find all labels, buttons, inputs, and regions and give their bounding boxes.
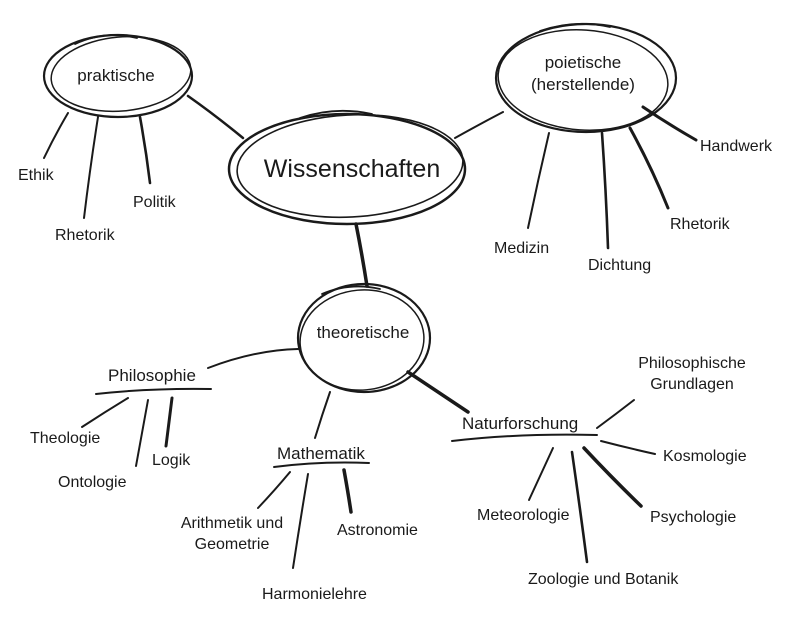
edge-theoretische-naturforschung bbox=[406, 370, 470, 414]
edge-praktische-rhetorik bbox=[83, 116, 99, 219]
ellipse-poietische bbox=[494, 22, 678, 134]
node-poietische: poietische (herstellende) bbox=[531, 52, 635, 96]
leaf-kosmologie: Kosmologie bbox=[663, 448, 747, 465]
leaf-logik: Logik bbox=[152, 452, 191, 469]
ellipse-theoretische bbox=[296, 282, 432, 394]
leaf-arithmetik-line2: Geometrie bbox=[194, 536, 270, 553]
edge-mathematik-arithmetik bbox=[257, 471, 291, 509]
node-wissenschaften: Wissenschaften bbox=[263, 155, 441, 183]
edge-philosophie-logik bbox=[164, 396, 174, 448]
leaf-philosophische-grundlagen: Philosophische Grundlagen bbox=[628, 353, 756, 395]
leaf-grundlagen-line1: Philosophische bbox=[638, 355, 746, 372]
branch-philosophie: Philosophie bbox=[108, 366, 196, 385]
edge-poietische-dichtung bbox=[600, 131, 610, 250]
sketch-overshoot bbox=[299, 109, 373, 119]
edge-praktische-center bbox=[186, 94, 245, 140]
edge-praktische-politik bbox=[138, 115, 152, 185]
edge-poietische-handwerk bbox=[641, 105, 698, 142]
underline-philosophie bbox=[95, 387, 212, 395]
branch-naturforschung: Naturforschung bbox=[462, 414, 579, 433]
leaf-meteorologie: Meteorologie bbox=[477, 507, 570, 524]
leaf-grundlagen-line2: Grundlagen bbox=[650, 376, 734, 393]
edge-naturforschung-psychologie bbox=[582, 446, 643, 508]
edge-center-poietische bbox=[454, 111, 504, 139]
leaf-arithmetik-line1: Arithmetik und bbox=[180, 515, 284, 532]
edge-poietische-rhetorik bbox=[628, 126, 670, 210]
branch-mathematik: Mathematik bbox=[277, 444, 365, 463]
edge-mathematik-astronomie bbox=[342, 468, 353, 514]
edge-theoretische-philosophie bbox=[207, 348, 299, 369]
node-theoretische: theoretische bbox=[316, 323, 410, 342]
sketch-overshoot bbox=[321, 285, 381, 295]
edge-praktische-ethik bbox=[43, 112, 69, 159]
leaf-astronomie: Astronomie bbox=[337, 522, 418, 539]
node-praktische: praktische bbox=[77, 66, 155, 85]
sketch-overshoot bbox=[539, 22, 611, 32]
sketch-overshoot bbox=[74, 34, 138, 45]
underline-naturforschung bbox=[451, 433, 598, 442]
node-poietische-line2: (herstellende) bbox=[531, 75, 635, 94]
leaf-ontologie: Ontologie bbox=[58, 474, 127, 491]
node-poietische-line1: poietische bbox=[544, 53, 622, 72]
leaf-harmonielehre: Harmonielehre bbox=[262, 586, 367, 603]
underline-mathematik bbox=[273, 461, 370, 468]
ellipse-praktische bbox=[42, 33, 194, 119]
leaf-arithmetik-geometrie: Arithmetik und Geometrie bbox=[172, 513, 292, 555]
edge-mathematik-harmonielehre bbox=[292, 473, 309, 569]
leaf-rhetorik-left: Rhetorik bbox=[55, 227, 115, 244]
leaf-theologie: Theologie bbox=[30, 430, 101, 447]
edge-naturforschung-grundlagen bbox=[596, 399, 635, 429]
leaf-zoologie-botanik: Zoologie und Botanik bbox=[528, 571, 679, 588]
edge-philosophie-ontologie bbox=[135, 399, 149, 467]
edge-naturforschung-kosmologie bbox=[600, 440, 656, 455]
edge-theoretische-mathematik bbox=[314, 391, 331, 439]
leaf-medizin: Medizin bbox=[494, 240, 550, 257]
edge-philosophie-theologie bbox=[81, 397, 129, 428]
edge-naturforschung-zoologie bbox=[570, 450, 589, 564]
edge-naturforschung-meteorologie bbox=[528, 447, 554, 501]
edge-poietische-medizin bbox=[527, 132, 550, 229]
leaf-handwerk: Handwerk bbox=[700, 138, 773, 155]
leaf-rhetorik-right: Rhetorik bbox=[670, 216, 730, 233]
edge-center-theoretische bbox=[354, 222, 369, 288]
leaf-psychologie: Psychologie bbox=[650, 509, 737, 526]
leaf-politik: Politik bbox=[133, 194, 176, 211]
leaf-dichtung: Dichtung bbox=[588, 257, 652, 274]
leaf-ethik: Ethik bbox=[18, 167, 54, 184]
ellipse-wissenschaften bbox=[227, 109, 467, 226]
